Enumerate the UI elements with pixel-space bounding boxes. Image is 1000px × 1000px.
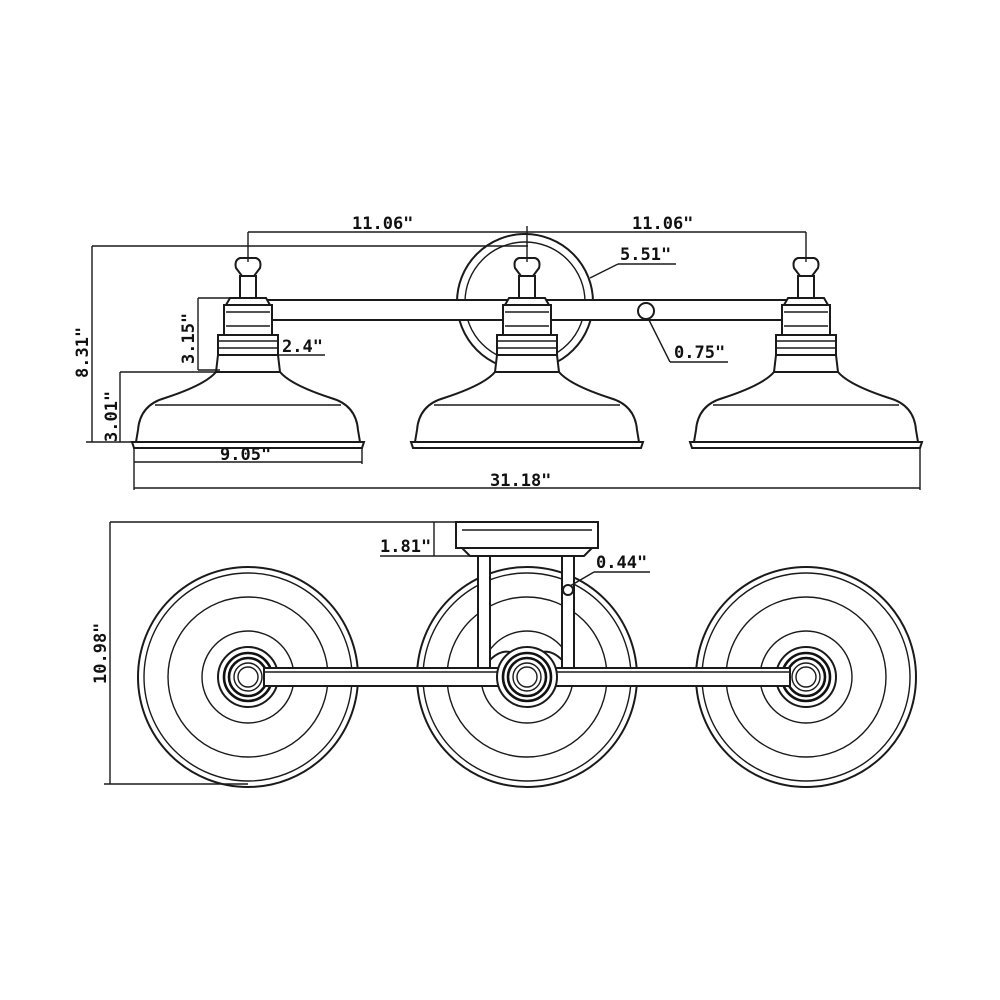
dim-shade-width: 9.05" <box>220 445 271 465</box>
top-support-rods <box>477 555 575 669</box>
dim-overall-depth: 10.98" <box>91 623 111 684</box>
top-backplate <box>455 521 599 557</box>
top-center-socket <box>496 646 558 708</box>
dim-neck-height: 3.15" <box>179 313 199 364</box>
dim-neck-width: 2.4" <box>282 337 323 357</box>
dim-arm-diameter: 0.75" <box>674 343 725 363</box>
dim-rod-diameter: 0.44" <box>596 553 647 573</box>
front-dimension-lines <box>86 226 921 490</box>
top-dimension-lines <box>104 521 650 785</box>
dim-overall-height: 8.31" <box>73 327 93 378</box>
front-view: 11.06" 11.06" 5.51" 8.31" 3.15" 2.4" 0.7… <box>73 214 924 491</box>
dim-spacing-left: 11.06" <box>352 214 413 234</box>
dim-shade-height: 3.01" <box>102 391 122 442</box>
dim-backplate-diameter: 5.51" <box>620 245 671 265</box>
dim-spacing-right: 11.06" <box>632 214 693 234</box>
front-lamp-left <box>130 257 366 449</box>
dim-overall-width: 31.18" <box>490 471 551 491</box>
front-lamp-center <box>409 257 645 449</box>
dim-backplate-depth: 1.81" <box>380 537 431 557</box>
top-view: 1.81" 0.44" 10.98" <box>91 521 917 788</box>
